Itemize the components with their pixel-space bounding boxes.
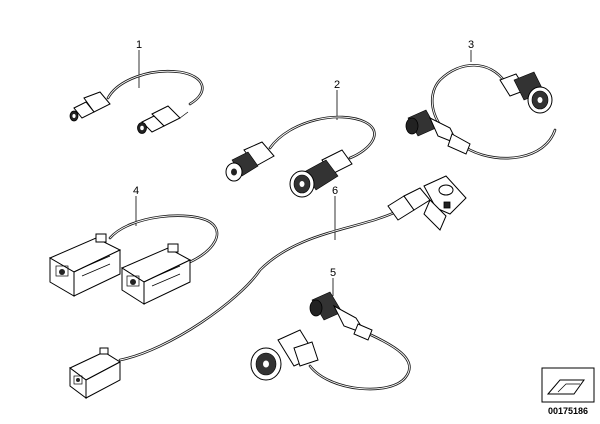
part-6-connector-angled [387,175,467,231]
part-3-connector-top [499,71,553,114]
callout-5: 5 [330,267,336,279]
part-4-connector-right [120,243,192,305]
part-5-connector-top [309,291,373,341]
part-1-wire [106,69,204,106]
callout-6: 6 [332,185,338,197]
part-2-connector-left [225,141,275,182]
part-5-wire [308,328,411,391]
part-1-cable [69,50,204,134]
part-5-connector-angled [250,329,319,381]
callout-2: 2 [334,79,340,91]
reference-stamp-frame [541,367,595,403]
part-2-connector-right [289,149,353,198]
part-3-connector-bottom [405,109,471,155]
reference-stamp-arrow-icon [546,379,585,395]
part-2-wire [268,115,376,160]
part-2-cable [225,90,376,198]
part-6-connector-rect [69,347,122,399]
callout-4: 4 [133,185,139,197]
document-number: 00175186 [548,406,588,416]
part-6-cable [69,175,467,399]
part-5-cable [250,278,411,391]
callout-3: 3 [468,39,474,51]
callout-1: 1 [136,39,142,51]
part-1-plug-right [137,105,189,134]
part-4-connector-left [48,233,122,297]
part-1-plug-left [69,91,111,122]
reference-stamp: 00175186 [541,367,595,416]
part-3-cable [405,50,557,160]
part-4-cable [48,196,219,305]
